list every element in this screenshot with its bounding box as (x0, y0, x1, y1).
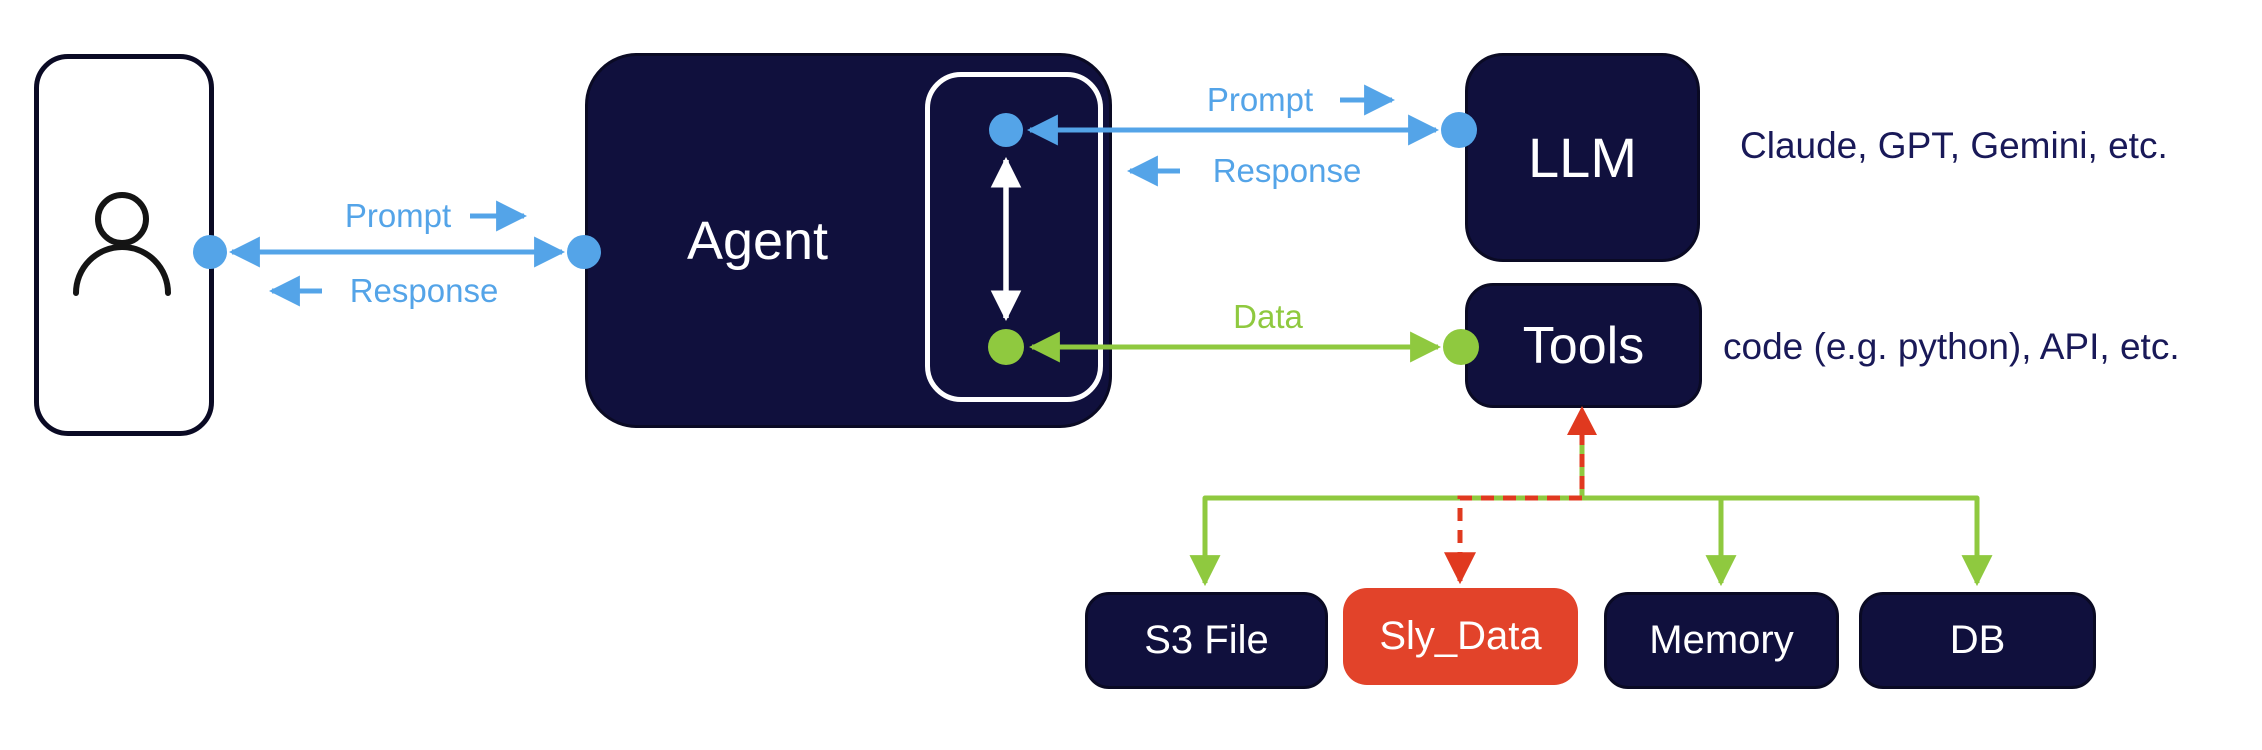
user-agent-arrow (228, 200, 566, 307)
user-agent-response-label: Response (349, 272, 499, 309)
agent-llm-response-label: Response (1212, 152, 1362, 189)
sly-data-dashed-arrow (1443, 406, 1597, 585)
agent-llm-arrow (1026, 84, 1440, 187)
llm-note: Claude, GPT, Gemini, etc. (1740, 125, 2168, 166)
sly-data-label: Sly_Data (1379, 614, 1542, 658)
db-box: DB (1859, 592, 2096, 689)
tools-tree (1189, 426, 1993, 587)
llm-port-dot (1441, 112, 1477, 148)
agent-internal-loop-box (925, 72, 1103, 402)
agent-tools-data-label: Data (1233, 298, 1303, 335)
agent-llm-prompt-label: Prompt (1206, 81, 1314, 118)
s3-file-label: S3 File (1144, 618, 1269, 662)
tools-note: code (e.g. python), API, etc. (1723, 326, 2180, 367)
tools-port-dot (1443, 329, 1479, 365)
llm-label: LLM (1528, 126, 1637, 189)
s3-file-box: S3 File (1085, 592, 1328, 689)
user-agent-prompt-label: Prompt (344, 197, 452, 234)
agent-box: Agent (585, 53, 1112, 428)
llm-box: LLM (1465, 53, 1700, 262)
db-label: DB (1949, 618, 2006, 662)
agent-llm-port-dot (989, 113, 1023, 147)
agent-tools-port-dot (988, 329, 1024, 365)
user-port-dot (193, 235, 227, 269)
sly-data-box: Sly_Data (1343, 588, 1578, 685)
memory-box: Memory (1604, 592, 1839, 689)
person-icon (73, 192, 171, 296)
memory-label: Memory (1649, 618, 1794, 662)
agent-label: Agent (686, 210, 829, 271)
tools-label: Tools (1522, 316, 1645, 375)
agent-left-port-dot (567, 235, 601, 269)
